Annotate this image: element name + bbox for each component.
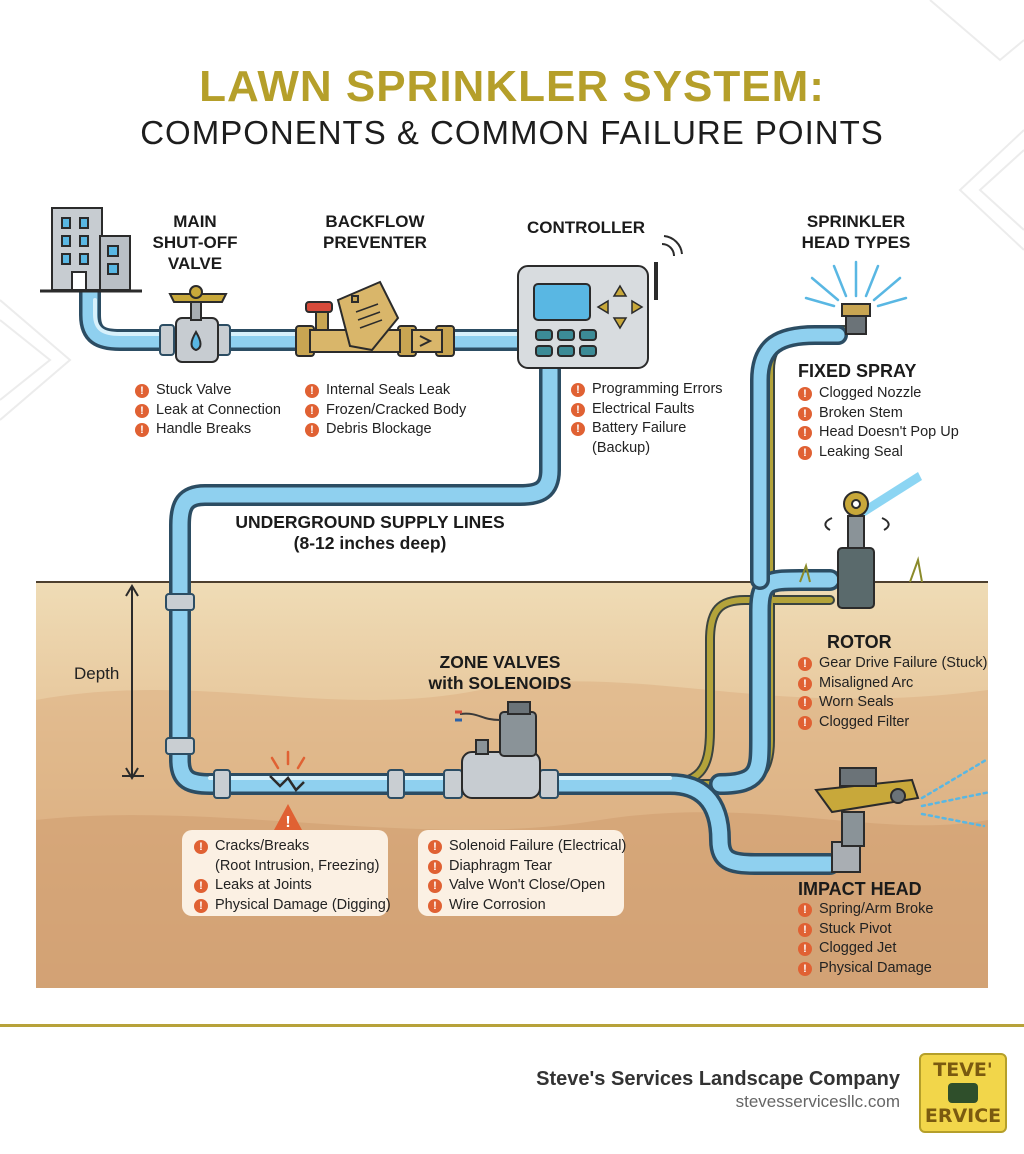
- depth-label: Depth: [74, 664, 120, 683]
- failure-item: Frozen/Cracked Body: [305, 401, 466, 421]
- zone-valves-failure-list: Solenoid Failure (Electrical) Diaphragm …: [428, 837, 626, 915]
- failure-item: Leaking Seal: [798, 443, 959, 463]
- failure-item: Clogged Jet: [798, 939, 933, 959]
- impact-head-failure-list: Spring/Arm Broke Stuck Pivot Clogged Jet…: [798, 900, 933, 978]
- depth-marker: [122, 584, 144, 780]
- failure-item: Wire Corrosion: [428, 896, 626, 916]
- backflow-label: BACKFLOW PREVENTER: [323, 212, 427, 252]
- page-title: LAWN SPRINKLER SYSTEM:: [199, 62, 825, 111]
- pipe-couplings: [159, 324, 559, 799]
- main-valve-label: MAIN SHUT-OFF VALVE: [152, 212, 238, 273]
- failure-item: Physical Damage: [798, 959, 933, 979]
- rotor-failure-list: Gear Drive Failure (Stuck) Misaligned Ar…: [798, 654, 987, 732]
- footer-divider: [0, 1024, 1024, 1027]
- failure-item: Gear Drive Failure (Stuck): [798, 654, 987, 674]
- controller-label: CONTROLLER: [526, 218, 646, 237]
- failure-item: Solenoid Failure (Electrical): [428, 837, 626, 857]
- failure-item: Broken Stem: [798, 404, 959, 424]
- failure-item: Electrical Faults: [571, 400, 723, 420]
- failure-item: Debris Blockage: [305, 420, 466, 440]
- failure-item: Worn Seals: [798, 693, 987, 713]
- head-types-label: SPRINKLER HEAD TYPES: [801, 212, 911, 252]
- failure-item: Valve Won't Close/Open: [428, 876, 626, 896]
- failure-item: Leaks at Joints: [194, 876, 391, 896]
- failure-item: Diaphragm Tear: [428, 857, 626, 877]
- water-pipes: [79, 279, 848, 875]
- failure-item: Head Doesn't Pop Up: [798, 423, 959, 443]
- crack-warning-icon: !: [269, 750, 306, 831]
- main-shutoff-valve-icon: [168, 285, 228, 363]
- backflow-preventer-icon: [295, 280, 455, 357]
- company-name: Steve's Services Landscape Company: [536, 1068, 900, 1090]
- failure-item: Spring/Arm Broke: [798, 900, 933, 920]
- impact-head-icon: [814, 758, 992, 873]
- failure-item: Physical Damage (Digging): [194, 896, 391, 916]
- company-logo: TEVE' ERVICE: [919, 1053, 1007, 1133]
- failure-item: Internal Seals Leak: [305, 381, 466, 401]
- zone-valve-icon: [455, 701, 541, 799]
- supply-lines-label: UNDERGROUND SUPPLY LINES (8-12 inches de…: [235, 512, 505, 553]
- fixed-spray-head-icon: [804, 260, 908, 335]
- controller-failure-list: Programming Errors Electrical Faults Bat…: [571, 380, 723, 458]
- fixed-spray-label: FIXED SPRAY: [798, 361, 917, 381]
- failure-item: Clogged Nozzle: [798, 384, 959, 404]
- svg-text:!: !: [285, 814, 290, 831]
- page-subtitle: COMPONENTS & COMMON FAILURE POINTS: [140, 114, 884, 151]
- failure-item: Programming Errors: [571, 380, 723, 400]
- failure-item: Stuck Pivot: [798, 920, 933, 940]
- mower-icon: [948, 1083, 978, 1103]
- background-pattern: [0, 0, 1024, 421]
- main-valve-failure-list: Stuck Valve Leak at Connection Handle Br…: [135, 381, 281, 440]
- failure-item: Clogged Filter: [798, 713, 987, 733]
- backflow-failure-list: Internal Seals Leak Frozen/Cracked Body …: [305, 381, 466, 440]
- failure-item: Misaligned Arc: [798, 674, 987, 694]
- zone-valves-label: ZONE VALVES with SOLENOIDS: [428, 652, 572, 693]
- failure-item: Handle Breaks: [135, 420, 281, 440]
- failure-item: Stuck Valve: [135, 381, 281, 401]
- impact-head-label: IMPACT HEAD: [798, 879, 922, 899]
- failure-item: Battery Failure(Backup): [571, 419, 723, 458]
- failure-item: Cracks/Breaks(Root Intrusion, Freezing): [194, 837, 391, 876]
- building-icon: [40, 207, 142, 293]
- fixed-spray-failure-list: Clogged Nozzle Broken Stem Head Doesn't …: [798, 384, 959, 462]
- controller-icon: [517, 235, 683, 369]
- rotor-label: ROTOR: [827, 632, 892, 652]
- rotor-head-icon: [799, 472, 923, 609]
- supply-lines-failure-list: Cracks/Breaks(Root Intrusion, Freezing) …: [194, 837, 391, 915]
- company-url[interactable]: stevesservicesllc.com: [735, 1092, 900, 1111]
- failure-item: Leak at Connection: [135, 401, 281, 421]
